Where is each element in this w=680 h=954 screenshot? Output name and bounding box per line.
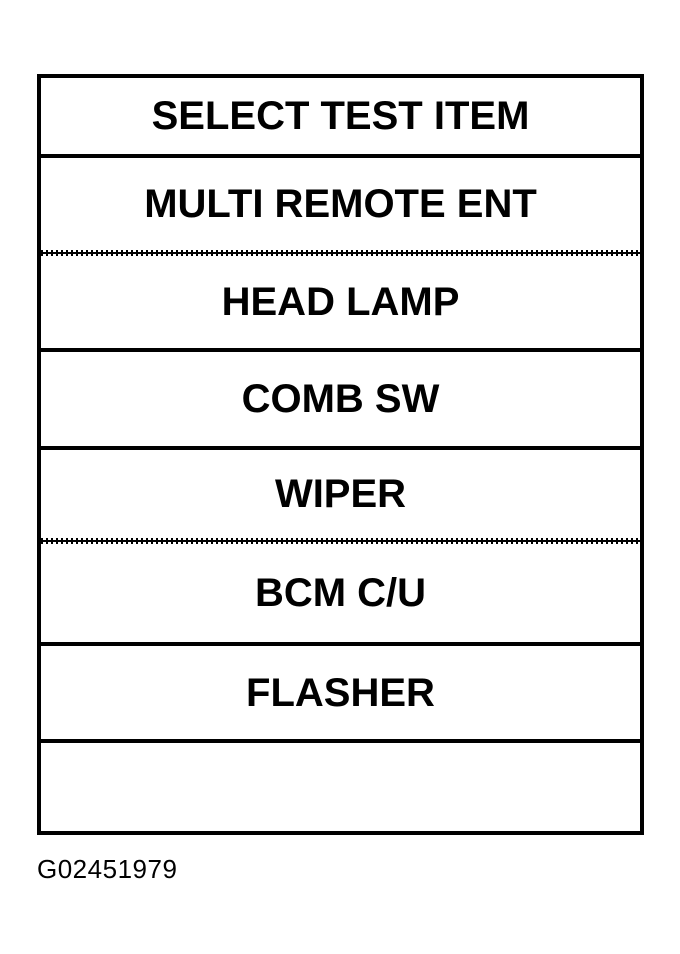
menu-item-flasher[interactable]: FLASHER: [41, 646, 640, 739]
menu-item-head-lamp[interactable]: HEAD LAMP: [41, 256, 640, 348]
menu-item-multi-remote-ent[interactable]: MULTI REMOTE ENT: [41, 158, 640, 250]
menu-item-wiper[interactable]: WIPER: [41, 450, 640, 538]
menu-empty-row: [41, 743, 640, 831]
menu-item-comb-sw[interactable]: COMB SW: [41, 352, 640, 446]
menu-item-label: FLASHER: [246, 670, 435, 715]
row-divider: [41, 642, 640, 646]
menu-item-label: MULTI REMOTE ENT: [144, 182, 537, 226]
menu-item-label: COMB SW: [241, 377, 440, 421]
row-divider: [41, 348, 640, 352]
figure-id: G02451979: [37, 854, 178, 884]
menu-title-label: SELECT TEST ITEM: [151, 94, 530, 138]
row-divider: [41, 154, 640, 158]
menu-item-label: WIPER: [274, 472, 407, 516]
row-divider: [41, 739, 640, 743]
menu-item-label: HEAD LAMP: [221, 280, 460, 324]
menu-item-label: BCM C/U: [254, 571, 427, 615]
row-divider: [41, 446, 640, 450]
menu-title: SELECT TEST ITEM: [41, 78, 640, 154]
menu-item-bcm-cu[interactable]: BCM C/U: [41, 544, 640, 642]
select-test-item-menu: SELECT TEST ITEM MULTI REMOTE ENT HEAD L…: [37, 74, 644, 835]
row-divider-dotted: [41, 250, 640, 256]
row-divider-dotted: [41, 538, 640, 544]
